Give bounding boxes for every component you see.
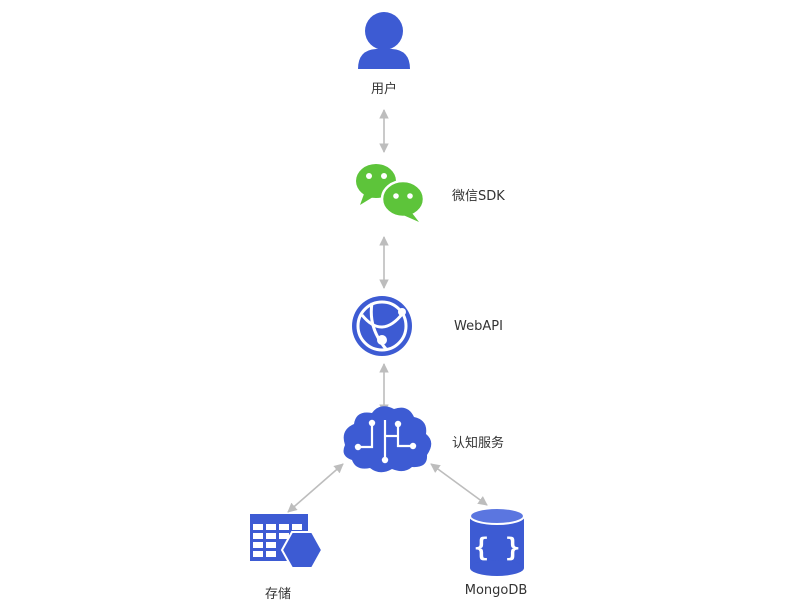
wechat-icon	[356, 164, 426, 222]
svg-text:{ }: { }	[474, 533, 521, 563]
webapi-label: WebAPI	[454, 319, 503, 334]
brain-icon	[343, 406, 432, 473]
database-icon: { }	[469, 507, 525, 576]
connectors	[287, 109, 488, 513]
arrow-cognitive-storage	[287, 463, 344, 513]
wechat-sdk-label: 微信SDK	[452, 189, 505, 204]
web-globe-icon	[352, 296, 412, 356]
cognitive-services-label: 认知服务	[452, 436, 505, 451]
storage-label: 存储	[264, 587, 292, 602]
mongodb-label: MongoDB	[464, 583, 528, 598]
user-icon	[358, 12, 410, 69]
user-label: 用户	[370, 82, 398, 97]
arrow-cognitive-mongodb	[430, 463, 488, 506]
storage-table-icon	[250, 514, 324, 569]
